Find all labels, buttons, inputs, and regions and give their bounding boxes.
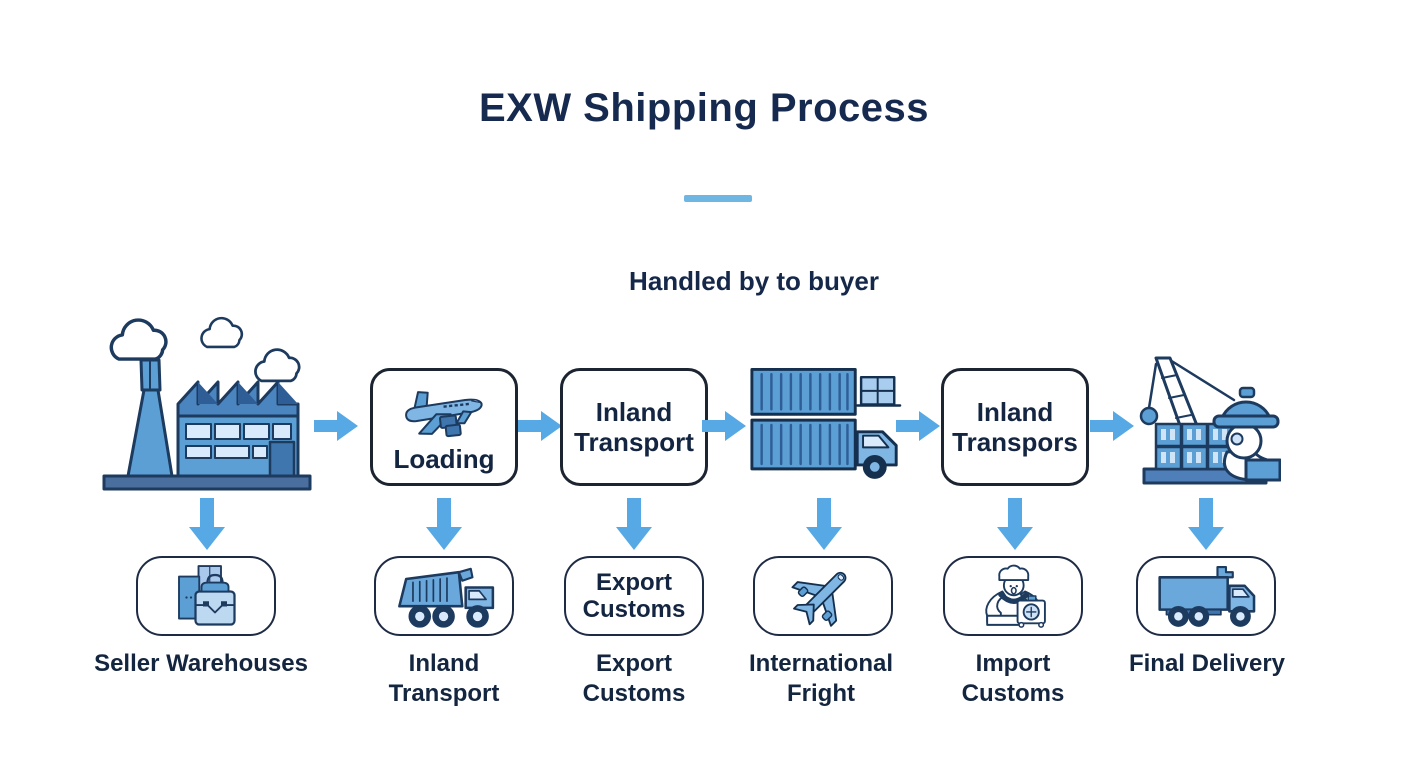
bottom-box-text: Export Customs	[582, 569, 686, 623]
bottom-box-export-customs: Export Customs	[564, 556, 704, 636]
flow-box-inland-transpors: Inland Transpors	[941, 368, 1089, 486]
flow-box-inland-transport: Inland Transport	[560, 368, 708, 486]
flow-box-label: Loading	[393, 444, 495, 474]
page-title: EXW Shipping Process	[478, 86, 930, 130]
step-label-international-fright: International Fright	[748, 650, 893, 707]
cargo-plane-side-icon	[386, 380, 502, 442]
title-underline	[684, 195, 752, 202]
factory-icon	[98, 316, 316, 494]
step-label-final-delivery: Final Delivery	[1128, 650, 1286, 677]
arrow-right-icon	[518, 409, 562, 443]
bottom-box-international-fright	[753, 556, 893, 636]
flow-box-label: Inland Transpors	[952, 397, 1078, 457]
port-crane-icon	[1126, 348, 1281, 490]
bottom-box-seller-warehouses	[136, 556, 276, 636]
customs-inspection-icon	[975, 561, 1051, 631]
step-label-import-customs: Import Customs	[961, 650, 1065, 707]
arrow-down-icon	[996, 498, 1034, 550]
step-label-export-customs: Export Customs	[582, 650, 686, 707]
bottom-box-import-customs	[943, 556, 1083, 636]
subtitle: Handled by to buyer	[629, 266, 879, 296]
arrow-down-icon	[188, 498, 226, 550]
flow-box-loading: Loading	[370, 368, 518, 486]
arrow-right-icon	[314, 409, 358, 443]
airplane-top-icon	[788, 561, 858, 631]
arrow-down-icon	[805, 498, 843, 550]
step-label-seller-warehouses: Seller Warehouses	[94, 650, 308, 677]
warehouse-packages-icon	[165, 563, 247, 629]
bottom-box-final-delivery	[1136, 556, 1276, 636]
bottom-box-inland-transport	[374, 556, 514, 636]
arrow-right-icon	[896, 409, 940, 443]
flow-box-label: Inland Transport	[574, 397, 694, 457]
arrow-right-icon	[702, 409, 746, 443]
arrow-down-icon	[1187, 498, 1225, 550]
dump-truck-icon	[390, 562, 498, 630]
containers-truck-icon	[748, 360, 904, 488]
arrow-down-icon	[425, 498, 463, 550]
arrow-down-icon	[615, 498, 653, 550]
delivery-truck-icon	[1152, 562, 1260, 630]
arrow-right-icon	[1090, 409, 1134, 443]
step-label-inland-transport: Inland Transport	[388, 650, 500, 707]
